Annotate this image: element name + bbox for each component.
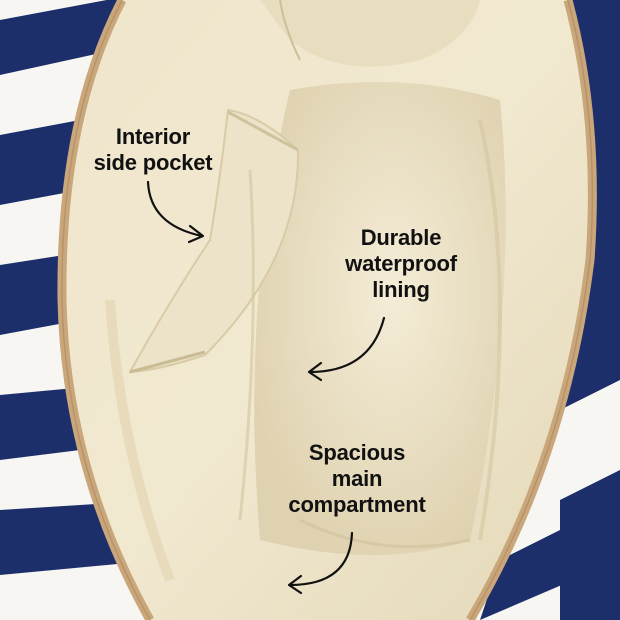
callout-compartment-line-1: Spacious (308, 440, 406, 465)
callout-side-pocket: Interior side pocket (78, 124, 228, 176)
callout-main-compartment: Spacious main compartment (272, 440, 442, 518)
callout-lining-line-3: lining (372, 277, 430, 302)
callout-waterproof-lining: Durable waterproof lining (326, 225, 476, 303)
callout-side-pocket-line-2: side pocket (93, 150, 213, 175)
callout-lining-line-1: Durable (360, 225, 442, 250)
callout-lining-line-2: waterproof (345, 251, 457, 276)
callout-side-pocket-line-1: Interior (115, 124, 191, 149)
callout-compartment-line-2: main (331, 466, 383, 491)
callout-compartment-line-3: compartment (288, 492, 426, 517)
